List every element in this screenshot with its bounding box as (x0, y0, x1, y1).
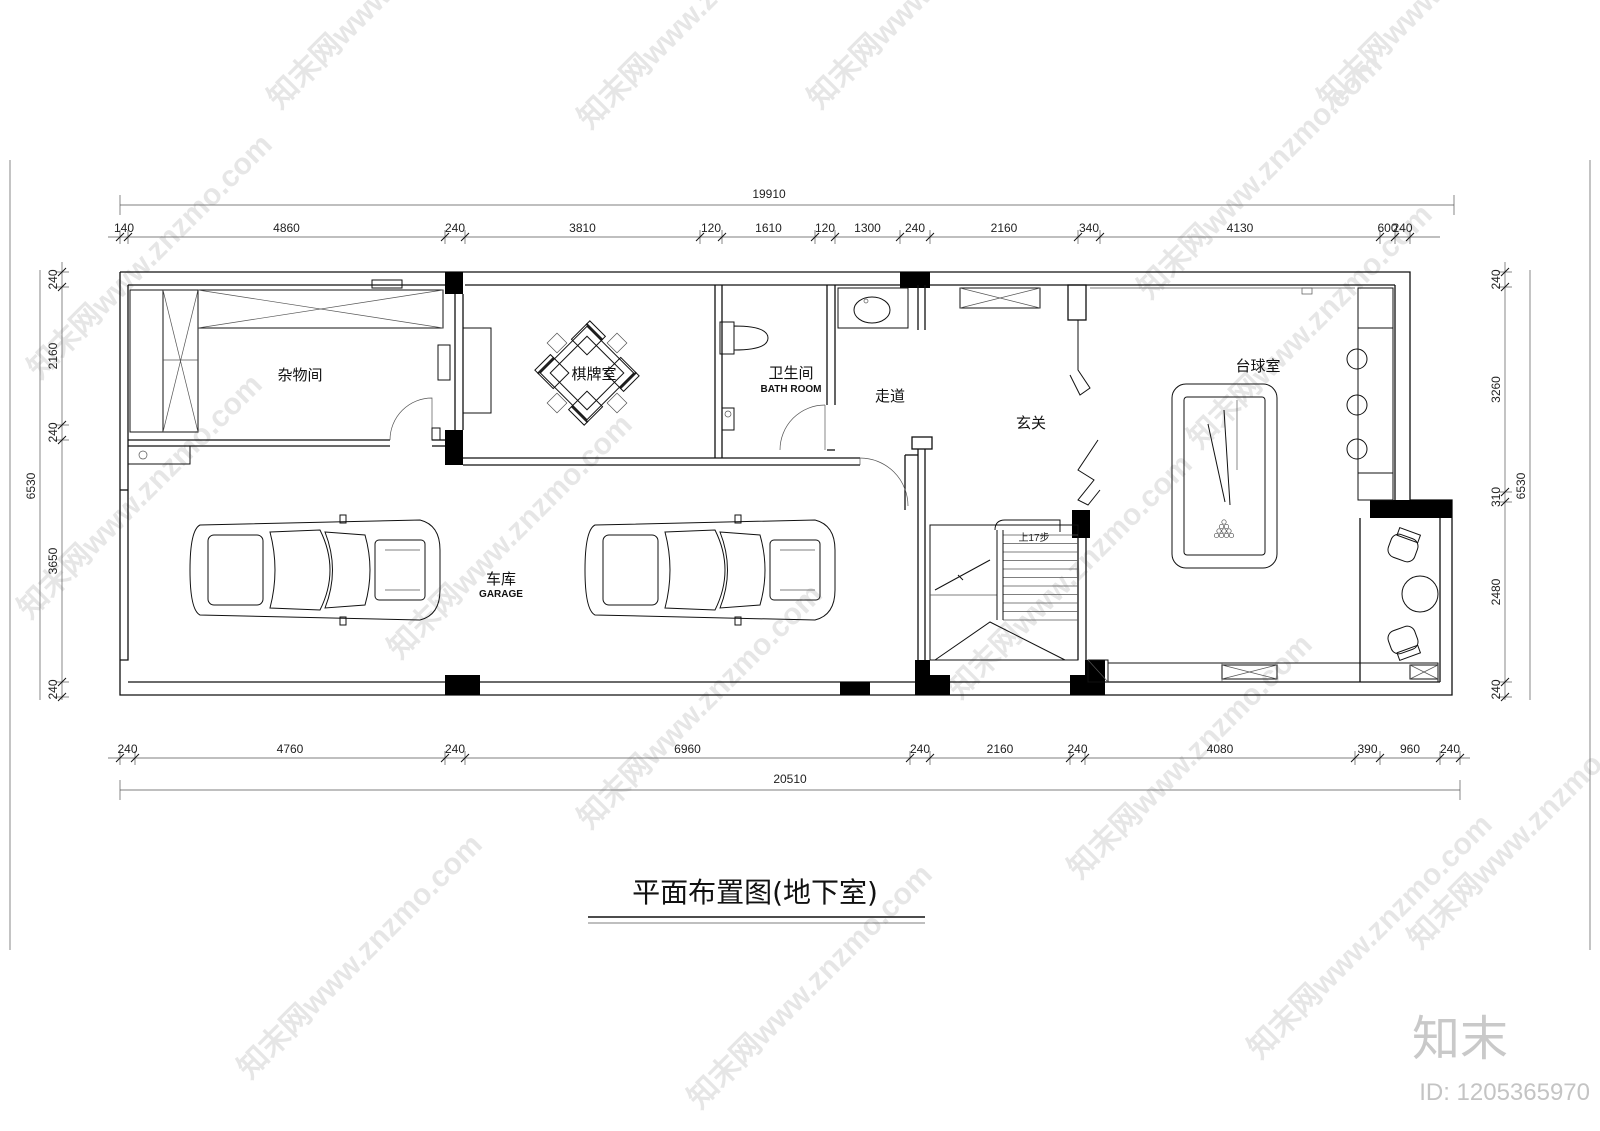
dim-left-0: 240 (46, 269, 60, 289)
billiard-furniture (1087, 287, 1439, 683)
watermark-text: 知末网www.znzmo.com (572, 578, 829, 835)
dim-right-1: 3260 (1489, 376, 1503, 403)
room-label-chess: 棋牌室 (571, 365, 616, 383)
structural-columns (445, 272, 1452, 695)
watermark-text: 知末网www.znzmo.com (232, 828, 489, 1085)
dim-bottom-6: 240 (1067, 742, 1087, 756)
watermark-text: 知末网www.znzmo.com (1402, 698, 1600, 955)
dim-right-4: 240 (1489, 679, 1503, 699)
watermark-text: 知末网www.znzmo.com (262, 0, 519, 115)
dim-top-5: 1610 (755, 221, 782, 235)
room-label-corridor: 走道 (875, 387, 905, 405)
dim-left-4: 240 (46, 679, 60, 699)
watermark-layer: 知末网www.znzmo.com知末网www.znzmo.com知末网www.z… (12, 0, 1600, 1115)
dim-top-1: 4860 (273, 221, 300, 235)
dim-top-7: 1300 (854, 221, 881, 235)
dim-top-9: 2160 (991, 221, 1018, 235)
dim-top-total: 19910 (752, 187, 786, 201)
dim-left-2: 240 (46, 422, 60, 442)
stairs-label: 上17步 (1018, 532, 1049, 544)
dim-bottom-total: 20510 (773, 772, 807, 786)
brand-logo: 知末 (1412, 1011, 1508, 1067)
foyer-fixtures (929, 287, 1101, 661)
dim-top-8: 240 (905, 221, 925, 235)
chess-table (534, 320, 640, 426)
dim-bottom-0: 240 (117, 742, 137, 756)
dim-top-12: 600 (1377, 221, 1397, 235)
dim-right-0: 240 (1489, 269, 1503, 289)
dim-bottom-4: 240 (910, 742, 930, 756)
watermark-text: 知末网www.znzmo.com (12, 368, 269, 625)
dim-left-total: 6530 (24, 472, 38, 499)
corridor-fixtures (837, 287, 909, 507)
dim-bottom-1: 4760 (277, 742, 304, 756)
room-label-storage: 杂物间 (277, 366, 322, 384)
dim-top-3: 3810 (569, 221, 596, 235)
image-id: ID: 1205365970 (1419, 1079, 1590, 1106)
room-label-bath: 卫生间 (768, 364, 813, 382)
room-label-billiard: 台球室 (1235, 357, 1280, 375)
watermark-text: 知末网www.znzmo.com (572, 0, 829, 135)
dim-top-0: 140 (114, 221, 134, 235)
drawing-title: 平面布置图(地下室) (632, 876, 878, 909)
dim-top-6: 120 (815, 221, 835, 235)
watermark-text: 知末网www.znzmo.com (22, 128, 279, 385)
dim-bottom-8: 390 (1357, 742, 1377, 756)
dim-top-11: 4130 (1227, 221, 1254, 235)
dim-top-2: 240 (445, 221, 465, 235)
dim-right-3: 2480 (1489, 578, 1503, 605)
dim-bottom-2: 240 (445, 742, 465, 756)
storage-shelving (127, 279, 492, 465)
dim-left-3: 3650 (46, 547, 60, 574)
watermark-text: 知末网www.znzmo.com (942, 448, 1199, 705)
dimension-lines: 140 4860 240 3810 120 1610 120 1300 240 2160 340 41… (39, 195, 1531, 800)
watermark-text: 知末网www.znzmo.com (382, 408, 639, 665)
bathroom-fixtures (719, 321, 826, 451)
room-label-foyer: 玄关 (1016, 414, 1046, 432)
dim-bottom-9: 960 (1400, 742, 1420, 756)
dim-bottom-3: 6960 (674, 742, 701, 756)
dim-bottom-7: 4080 (1207, 742, 1234, 756)
dim-right-total: 6530 (1514, 472, 1528, 499)
room-label-bath-en: BATH ROOM (761, 384, 822, 395)
car-left (189, 514, 441, 626)
dim-top-10: 340 (1079, 221, 1099, 235)
watermark-text: 知末网www.znzmo.com (802, 0, 1059, 115)
dim-right-2: 310 (1489, 487, 1503, 507)
dim-top-13: 240 (1392, 221, 1412, 235)
room-label-garage-en: GARAGE (479, 589, 523, 600)
dim-bottom-10: 240 (1440, 742, 1460, 756)
dim-left-1: 2160 (46, 342, 60, 369)
room-label-garage: 车库 (486, 570, 516, 588)
dim-top-4: 120 (701, 221, 721, 235)
dim-bottom-5: 2160 (987, 742, 1014, 756)
car-right (584, 514, 836, 626)
